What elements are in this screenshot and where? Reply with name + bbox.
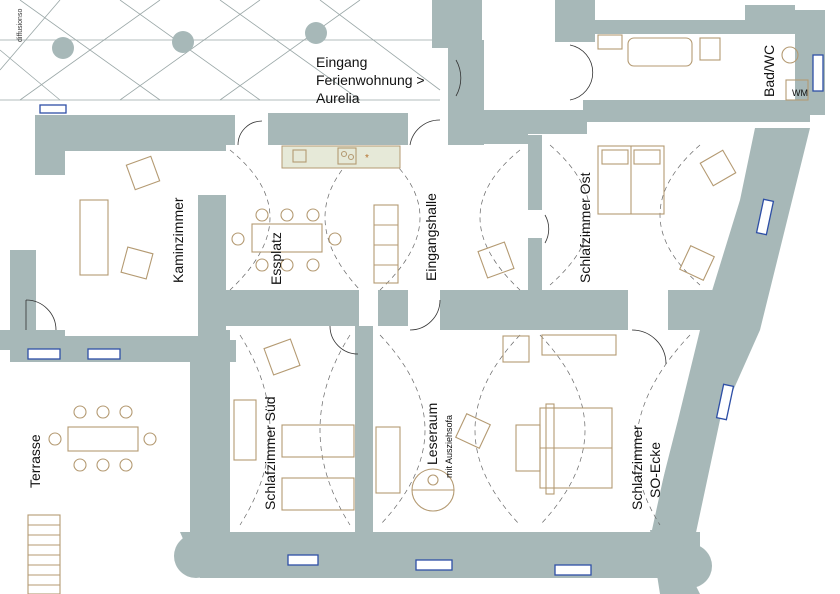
room-label-eingangshalle: Eingangshalle xyxy=(423,193,439,281)
bed-sued-2 xyxy=(281,477,355,511)
room-label-bad-wc: Bad/WC xyxy=(761,45,777,97)
room-label-essplatz: Essplatz xyxy=(268,232,284,285)
room-label-kaminzimmer: Kaminzimmer xyxy=(170,197,186,283)
room-label-schlafzimmer-so-line2: SO-Ecke xyxy=(647,442,663,498)
terrace-steps xyxy=(27,514,61,594)
dining-table xyxy=(251,223,323,253)
armchair-2 xyxy=(120,246,154,280)
room-sublabel-leseraum: mit Ausziehsofa xyxy=(444,415,454,478)
armchair-ost-2 xyxy=(678,244,716,282)
terrace-table xyxy=(67,426,139,452)
washing-machine xyxy=(785,79,809,101)
garden-columns xyxy=(52,22,327,59)
svg-text:*: * xyxy=(365,153,369,164)
dresser xyxy=(541,334,617,356)
bathtub xyxy=(627,37,693,67)
floors xyxy=(0,34,795,532)
room-label-leseraum: Leseraum xyxy=(424,403,440,465)
room-label-terrasse: Terrasse xyxy=(27,434,43,488)
room-label-schlafzimmer-ost: Schlafzimmer Ost xyxy=(577,172,593,283)
furniture xyxy=(48,34,809,512)
armchair-ost-1 xyxy=(699,149,737,187)
armchair-lese xyxy=(454,412,492,450)
side-table xyxy=(502,335,530,363)
room-label-schlafzimmer-sued: Schlafzimmer Süd xyxy=(262,396,278,510)
armchair-1 xyxy=(125,155,161,191)
sofa-kaminzimmer xyxy=(79,199,109,276)
door-swings xyxy=(25,44,667,365)
entrance-label-line1: Eingang xyxy=(316,54,367,70)
entrance-label-line2: Ferienwohnung > xyxy=(316,72,425,88)
kitchen-counter: * xyxy=(281,145,401,169)
room-label-schlafzimmer-so-line1: Schlafzimmer xyxy=(629,425,645,510)
sofa-leseraum xyxy=(375,426,401,494)
armchair-hall xyxy=(477,241,515,279)
credit-text: diffusionso xyxy=(17,9,24,42)
armchair-sued xyxy=(263,338,301,376)
shelf xyxy=(373,204,399,284)
entrance-label-line3: Aurelia xyxy=(316,90,360,106)
windows xyxy=(27,54,824,576)
washing-machine-label: WM xyxy=(792,88,808,98)
bed-sued-1 xyxy=(281,424,355,458)
